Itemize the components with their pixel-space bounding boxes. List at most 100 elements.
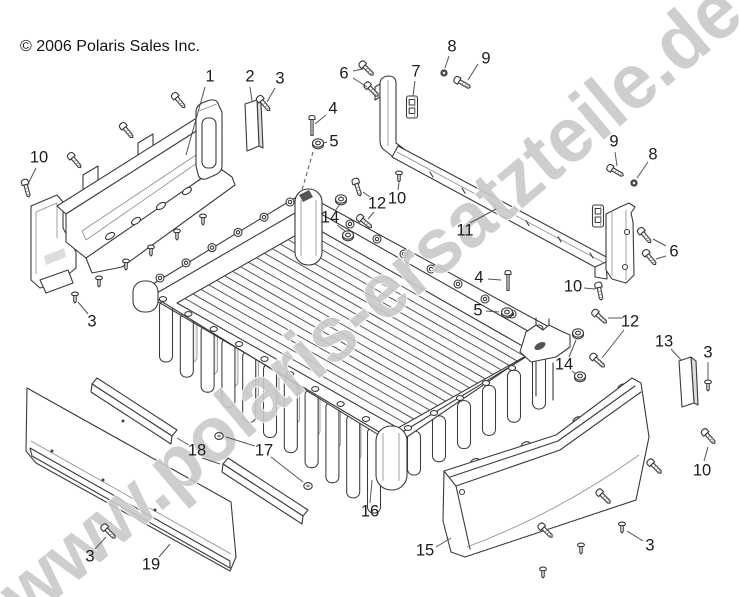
leader-line bbox=[94, 536, 107, 550]
nut-fastener bbox=[440, 69, 448, 77]
callout-1: 1 bbox=[205, 67, 214, 85]
screw-fastener bbox=[640, 247, 659, 268]
fnut-fastener bbox=[573, 371, 587, 383]
screw-fastener bbox=[20, 177, 33, 199]
fnut-fastener bbox=[341, 230, 355, 242]
screw-fastener bbox=[65, 150, 84, 171]
bed-rear-corner-post bbox=[294, 188, 323, 266]
fnut-fastener bbox=[500, 307, 514, 319]
vscrew-fastener bbox=[199, 213, 207, 226]
callout-15: 15 bbox=[416, 541, 434, 559]
leader-line bbox=[158, 543, 171, 558]
alignment-guide bbox=[301, 151, 314, 191]
leader-line bbox=[77, 301, 89, 315]
cargo-bed-part bbox=[132, 188, 571, 514]
callout-12: 12 bbox=[368, 194, 386, 212]
bed-rail-part bbox=[374, 75, 636, 284]
leader-line bbox=[703, 446, 709, 462]
dnut-fastener bbox=[303, 482, 313, 490]
bolt-fastener bbox=[308, 114, 316, 137]
bolt-fastener bbox=[504, 269, 512, 292]
screw-fastener bbox=[587, 351, 608, 370]
leader-line bbox=[225, 436, 256, 447]
callout-8: 8 bbox=[447, 37, 456, 55]
leader-line bbox=[266, 87, 276, 103]
leader-line bbox=[334, 203, 341, 212]
leader-line bbox=[435, 537, 452, 548]
callout-10: 10 bbox=[388, 189, 406, 207]
leader-line bbox=[201, 457, 221, 465]
vscrew-fastener bbox=[147, 244, 155, 257]
front-panel-part bbox=[30, 99, 236, 294]
leader-line bbox=[485, 310, 500, 313]
screw-fastener bbox=[635, 225, 654, 246]
pad-part-13 bbox=[678, 356, 699, 408]
callout-2: 2 bbox=[245, 67, 254, 85]
callout-3: 3 bbox=[703, 343, 712, 361]
leader-line bbox=[652, 238, 667, 247]
callout-9: 9 bbox=[609, 132, 618, 150]
leader-line bbox=[670, 348, 682, 361]
exploded-parts-artwork bbox=[25, 75, 699, 572]
tailgate-part bbox=[25, 387, 237, 572]
fnut-fastener bbox=[334, 194, 348, 206]
screw-fastener bbox=[593, 280, 606, 302]
callout-11: 11 bbox=[456, 221, 473, 239]
callout-18: 18 bbox=[188, 441, 206, 459]
callout-4: 4 bbox=[328, 99, 337, 117]
callout-10: 10 bbox=[564, 277, 582, 295]
rail-end-bracket bbox=[605, 202, 636, 284]
skid-strip-part bbox=[90, 377, 309, 525]
leader-line bbox=[336, 224, 346, 232]
callout-14: 14 bbox=[321, 208, 339, 226]
leader-line bbox=[444, 55, 450, 69]
callout-3: 3 bbox=[87, 312, 96, 330]
fnut-fastener bbox=[571, 328, 585, 340]
vscrew-fastener bbox=[173, 228, 181, 241]
leader-line bbox=[412, 80, 416, 97]
callout-6: 6 bbox=[669, 242, 678, 260]
screw-fastener bbox=[117, 120, 136, 141]
leader-line bbox=[583, 287, 596, 290]
screw-fastener bbox=[645, 457, 665, 477]
leader-line bbox=[369, 479, 373, 504]
callout-12: 12 bbox=[621, 312, 639, 330]
vscrew-fastener bbox=[618, 521, 626, 534]
callout-3: 3 bbox=[275, 69, 284, 87]
screw-fastener bbox=[350, 176, 365, 198]
bed-front-corner-post bbox=[375, 425, 408, 491]
leader-line bbox=[249, 86, 253, 102]
leader-line bbox=[352, 68, 364, 72]
bed-floor-detail bbox=[155, 197, 544, 431]
bed-left-corner-post bbox=[132, 280, 159, 313]
leader-line bbox=[469, 208, 497, 224]
callout-10: 10 bbox=[693, 461, 711, 479]
callout-9: 9 bbox=[481, 49, 490, 67]
leader-line bbox=[467, 63, 479, 81]
screw-fastener bbox=[589, 307, 610, 326]
callout-3: 3 bbox=[645, 536, 654, 554]
vscrew-fastener bbox=[395, 170, 403, 183]
leader-line bbox=[568, 339, 577, 358]
callout-5: 5 bbox=[329, 132, 338, 150]
callout-10: 10 bbox=[30, 148, 48, 166]
callout-3: 3 bbox=[85, 547, 94, 565]
nut-fastener bbox=[630, 179, 638, 187]
side-panel-part bbox=[442, 377, 650, 558]
leader-line bbox=[655, 255, 667, 260]
leader-line bbox=[601, 329, 625, 359]
vscrew-fastener bbox=[539, 566, 547, 579]
callout-19: 19 bbox=[142, 555, 160, 573]
screw-fastener bbox=[169, 90, 188, 111]
vscrew-fastener bbox=[577, 542, 585, 555]
leader-line bbox=[487, 278, 502, 281]
fnut-fastener bbox=[311, 138, 325, 150]
leader-line bbox=[397, 182, 400, 191]
leader-line bbox=[362, 191, 371, 198]
leader-line bbox=[636, 161, 649, 179]
callout-16: 16 bbox=[361, 502, 379, 520]
callout-5: 5 bbox=[473, 301, 482, 319]
